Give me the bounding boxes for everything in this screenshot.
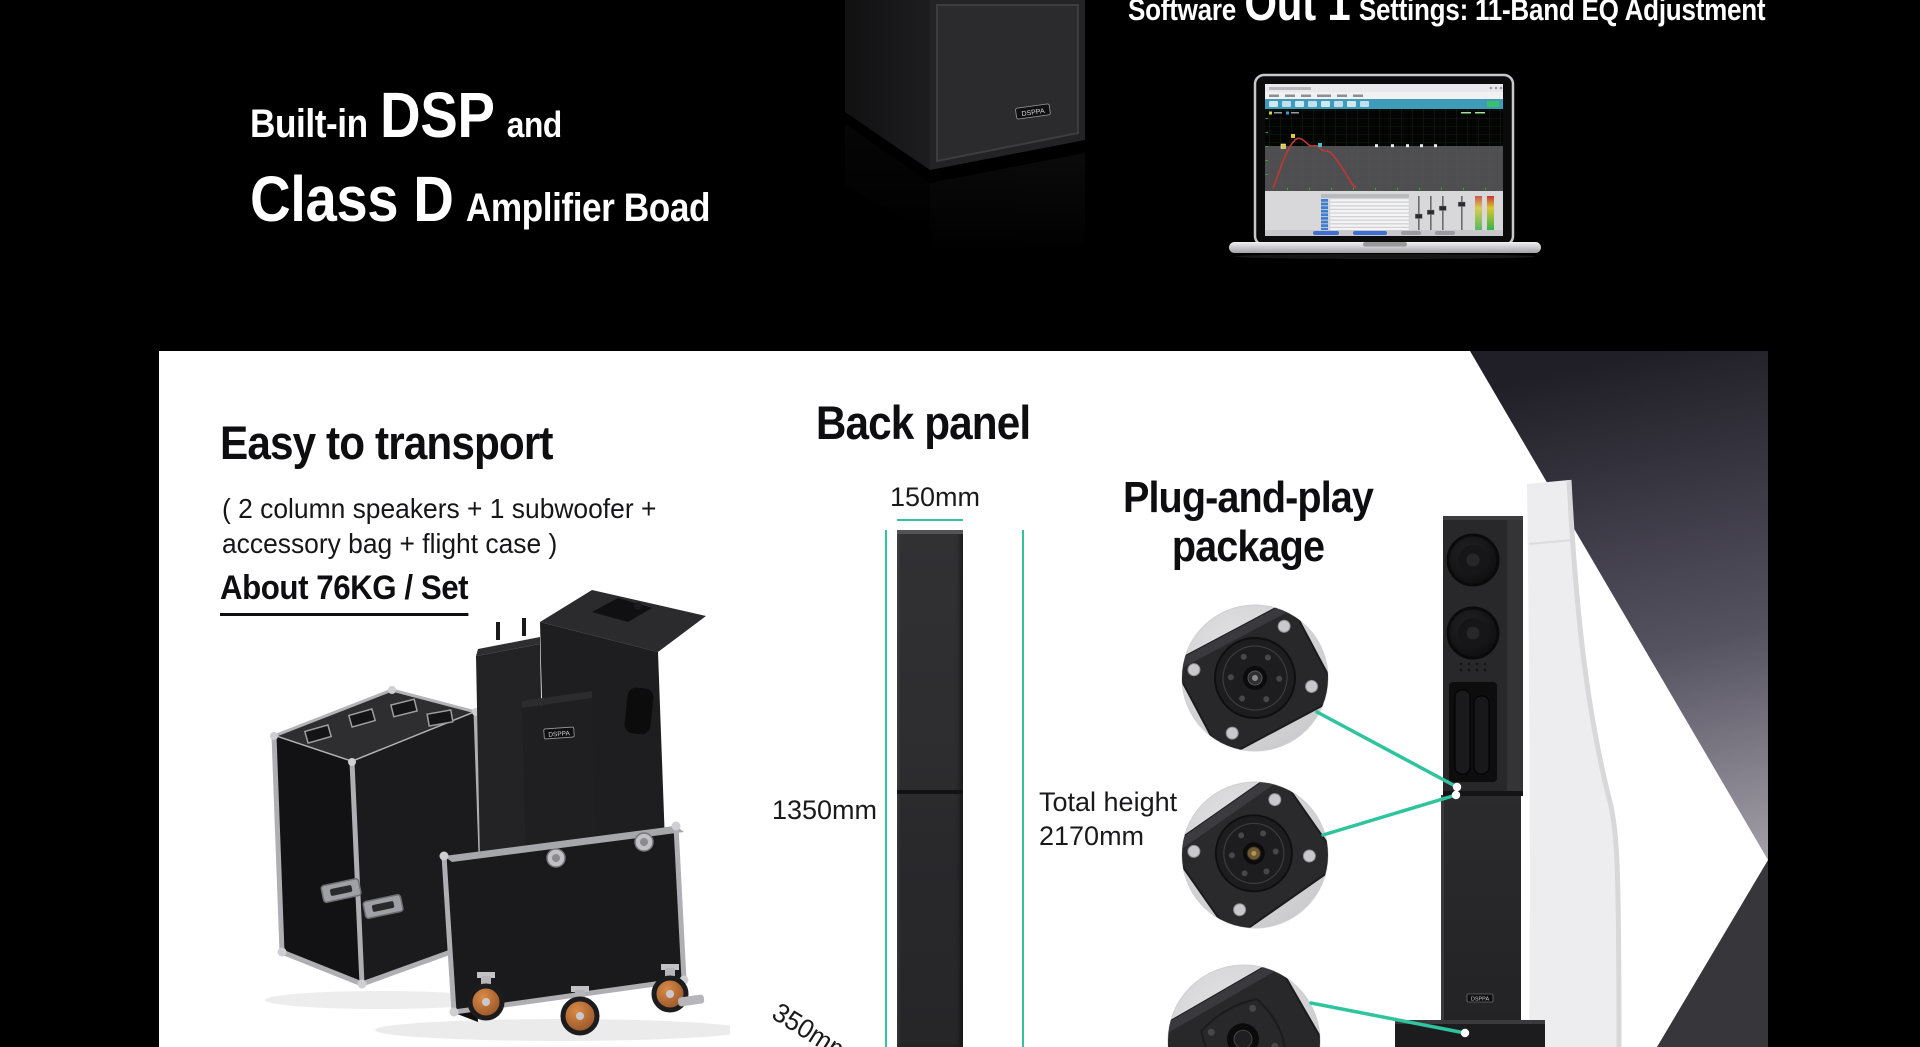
headline-text: Amplifier Boad (465, 186, 711, 230)
axis-ticks (1265, 118, 1486, 190)
menu-items (1269, 94, 1363, 97)
laptop-eq-software (1229, 73, 1541, 259)
subwoofer-grille (936, 4, 1079, 163)
white-stand (1527, 479, 1622, 1047)
tower-pole: DSPPA (1441, 795, 1521, 1020)
plugplay-title: Plug-and-play package (1113, 473, 1383, 571)
cabinet-joint (1443, 791, 1523, 796)
menu-bar (1265, 92, 1503, 99)
laptop-notch (1363, 242, 1407, 247)
transport-subtitle-line2: accessory bag + flight case ) (222, 528, 558, 559)
lid-handles (320, 878, 404, 919)
transport-title: Easy to transport (220, 416, 553, 469)
dim-height-label: 1350mm (771, 795, 877, 825)
flight-case-illustration: DSPPA (265, 590, 730, 1041)
toolbar-buttons (1269, 101, 1499, 107)
detail-circle-bottom-connector (1164, 961, 1324, 1047)
connector-line-1 (1315, 710, 1459, 789)
flight-case-lid (269, 686, 489, 989)
brand-badge: DSPPA (543, 726, 575, 740)
window-title-text (1269, 87, 1311, 90)
driver-1 (1446, 533, 1500, 587)
brand-badge: DSPPA (1015, 103, 1051, 120)
column-speaker-back-view (897, 530, 963, 1047)
brand-badge: DSPPA (1466, 993, 1494, 1003)
headline-software-eq: Software Out 1 Settings: 11-Band EQ Adju… (1128, 0, 1766, 32)
toolbar (1265, 99, 1503, 109)
connector-line-3 (1309, 1001, 1467, 1035)
parameter-table (1321, 194, 1410, 231)
driver-2 (1446, 606, 1500, 660)
headline-text: Built-in (250, 102, 368, 146)
case-latches (546, 832, 654, 868)
speaker-top-edge (897, 530, 963, 534)
svg-text:DSPPA: DSPPA (548, 730, 571, 739)
content-panel: Easy to transport ( 2 column speakers + … (159, 351, 1768, 1047)
subwoofer-photo: DSPPA (845, 0, 1085, 255)
speaker-joint-line (897, 790, 963, 794)
detail-circle-middle-connector (1175, 775, 1335, 935)
charcoal-triangle (1657, 860, 1768, 1047)
svg-text:DSPPA: DSPPA (1021, 108, 1045, 118)
connector-dot-1 (1452, 782, 1462, 792)
lid-latch-plates (303, 698, 454, 745)
svg-text:DSPPA: DSPPA (1471, 997, 1490, 1003)
headline-class-d: Class D Amplifier Boad (250, 162, 710, 236)
plugplay-title-line2: package (1171, 522, 1325, 571)
connector-dot-2 (1451, 790, 1461, 800)
dim-total-line1: Total height (1039, 787, 1178, 817)
transport-weight: About 76KG / Set (220, 569, 469, 616)
packed-speakers: DSPPA (476, 590, 706, 870)
backpanel-title: Back panel (815, 396, 1031, 449)
detail-circle-top-connector (1175, 598, 1335, 758)
headline-emphasis-dsp: DSP (380, 79, 495, 151)
eq-band-markers (1280, 134, 1437, 149)
headline-builtin-dsp: Built-in DSP and (250, 78, 562, 152)
wheel-brake (677, 994, 705, 1007)
eq-curve (1272, 137, 1357, 189)
dim-width-label: 150mm (890, 482, 981, 512)
flight-case-body (439, 821, 689, 1022)
packed-column-short: DSPPA (522, 691, 596, 862)
decor-wedges (1470, 351, 1768, 1047)
transport-subtitle: ( 2 column speakers + 1 subwoofer + acce… (222, 491, 656, 561)
dim-total-line2: 2170mm (1039, 821, 1145, 851)
headline-emphasis-classd: Class D (250, 163, 454, 235)
plugplay-title-line1: Plug-and-play (1122, 473, 1374, 522)
subwoofer-side (845, 0, 930, 170)
headline-text: Software (1128, 0, 1236, 27)
headline-text: Settings: 11-Band EQ Adjustment (1358, 0, 1766, 27)
vent-holes (1459, 662, 1487, 672)
caster-wheels (467, 964, 705, 1036)
connector-line-2 (1321, 793, 1458, 837)
eq-shaded-band (1265, 146, 1503, 191)
subwoofer-reflection (845, 124, 1085, 255)
fader-section (1414, 196, 1494, 230)
connector-lines (1309, 710, 1470, 1038)
headline-text: and (506, 104, 562, 145)
dim-width-line (897, 519, 963, 521)
gradient-wedge (1470, 351, 1768, 860)
transport-subtitle-line1: ( 2 column speakers + 1 subwoofer + (222, 493, 657, 524)
laptop-deck (1229, 242, 1541, 253)
plot-legend (1269, 111, 1485, 115)
case-shadow (375, 1019, 730, 1041)
case-corner-balls (439, 821, 689, 1017)
window-titlebar (1265, 84, 1503, 92)
dim-height-line (885, 530, 887, 1047)
dim-total-label: Total height 2170mm (1039, 785, 1177, 853)
laptop-shadow (1235, 254, 1535, 259)
headline-emphasis-out1: Out 1 (1244, 0, 1351, 31)
tower-cabinet (1443, 516, 1523, 796)
dim-total-height-line (1022, 530, 1024, 1047)
level-meter (1487, 196, 1494, 230)
status-buttons (1313, 231, 1455, 235)
connector-dot-3 (1460, 1028, 1470, 1038)
